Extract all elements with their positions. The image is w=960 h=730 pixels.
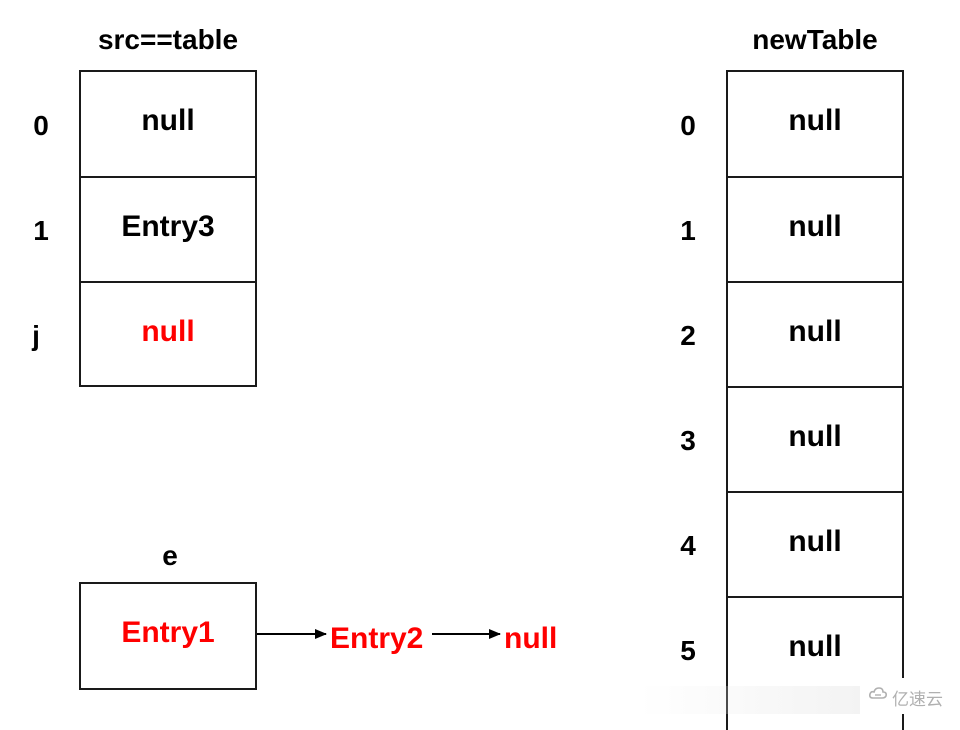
new-table-index-0: 0 <box>680 110 696 141</box>
current-entry-label: e <box>162 540 178 571</box>
new-table-index-3: 3 <box>680 425 696 456</box>
src-table-cell-j: null <box>81 281 255 386</box>
current-entry-cell: Entry1 <box>81 584 255 688</box>
new-table-cell-1-value: null <box>788 210 842 243</box>
new-table-cell-1: null <box>728 176 902 281</box>
watermark: 亿速云 <box>860 678 960 714</box>
new-table-cell-0-value: null <box>788 104 842 137</box>
new-table-index-5: 5 <box>680 635 696 666</box>
new-table-cell-3-value: null <box>788 420 842 453</box>
src-table-index-1: 1 <box>33 215 49 246</box>
current-entry-value: Entry1 <box>121 616 215 649</box>
new-table-cell-4: null <box>728 491 902 596</box>
src-table: null Entry3 null <box>79 70 257 387</box>
src-table-index-j: j <box>32 320 40 351</box>
new-table-cell-4-value: null <box>788 525 842 558</box>
watermark-text: 亿速云 <box>892 690 943 709</box>
src-table-title: src==table <box>97 24 239 55</box>
new-table: null null null null null null <box>726 70 904 730</box>
new-table-index-4: 4 <box>680 530 696 561</box>
src-table-cell-1-value: Entry3 <box>121 210 215 243</box>
new-table-cell-5: null <box>728 596 902 701</box>
new-table-cell-2-value: null <box>788 315 842 348</box>
src-table-cell-1: Entry3 <box>81 176 255 281</box>
src-table-index-0: 0 <box>33 110 49 141</box>
chain-entry2: Entry2 <box>330 622 424 655</box>
new-table-cell-5-value: null <box>788 630 842 663</box>
cloud-logo-icon <box>869 687 887 699</box>
src-table-cell-j-value: null <box>141 315 195 348</box>
new-table-index-2: 2 <box>680 320 696 351</box>
chain-null: null <box>504 622 558 655</box>
chain-arrows <box>257 629 501 639</box>
src-table-cell-0-value: null <box>141 104 195 137</box>
watermark-fade <box>640 686 860 714</box>
new-table-title: newTable <box>752 24 878 55</box>
src-table-cell-0: null <box>81 72 255 177</box>
new-table-cell-0: null <box>728 72 902 177</box>
current-entry-box: Entry1 <box>79 582 257 690</box>
new-table-cell-3: null <box>728 386 902 491</box>
new-table-cell-2: null <box>728 281 902 386</box>
new-table-index-1: 1 <box>680 215 696 246</box>
